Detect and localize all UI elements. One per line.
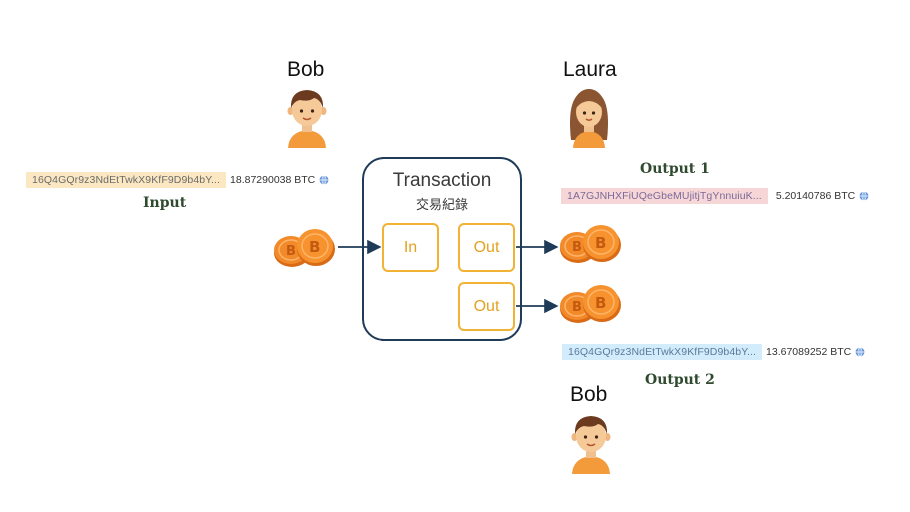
input-label: Input <box>143 195 187 211</box>
transaction-subtitle: 交易紀錄 <box>415 198 468 213</box>
transaction-box <box>362 157 522 341</box>
output1-amount: 5.20140786 BTC <box>775 190 856 202</box>
person-name-bob-change: Bob <box>570 383 608 406</box>
tx-out1-slot: Out <box>458 223 515 272</box>
output2-amount: 13.67089252 BTC <box>766 346 852 358</box>
tx-in-slot: In <box>382 223 439 272</box>
output1-label: Output 1 <box>640 161 710 177</box>
input-address[interactable]: 16Q4GQr9z3NdEtTwkX9KfF9D9b4bY... <box>26 172 227 188</box>
output2-address[interactable]: 16Q4GQr9z3NdEtTwkX9KfF9D9b4bY... <box>562 344 763 360</box>
output2-address-row: 16Q4GQr9z3NdEtTwkX9KfF9D9b4bY... 13.6708… <box>562 344 865 360</box>
output2-label: Output 2 <box>645 372 715 388</box>
input-amount: 18.87290038 BTC <box>230 174 316 186</box>
tx-out2-slot: Out <box>458 282 515 331</box>
input-address-row: 16Q4GQr9z3NdEtTwkX9KfF9D9b4bY... 18.8729… <box>26 172 329 188</box>
output1-address[interactable]: 1A7GJNHXFiUQeGbeMUjitjTgYnnuiuK... <box>561 188 768 204</box>
person-name-laura: Laura <box>563 58 617 81</box>
transaction-title: Transaction <box>392 170 492 191</box>
person-name-bob-sender: Bob <box>287 58 325 81</box>
output1-address-row: 1A7GJNHXFiUQeGbeMUjitjTgYnnuiuK... 5.201… <box>561 188 869 204</box>
